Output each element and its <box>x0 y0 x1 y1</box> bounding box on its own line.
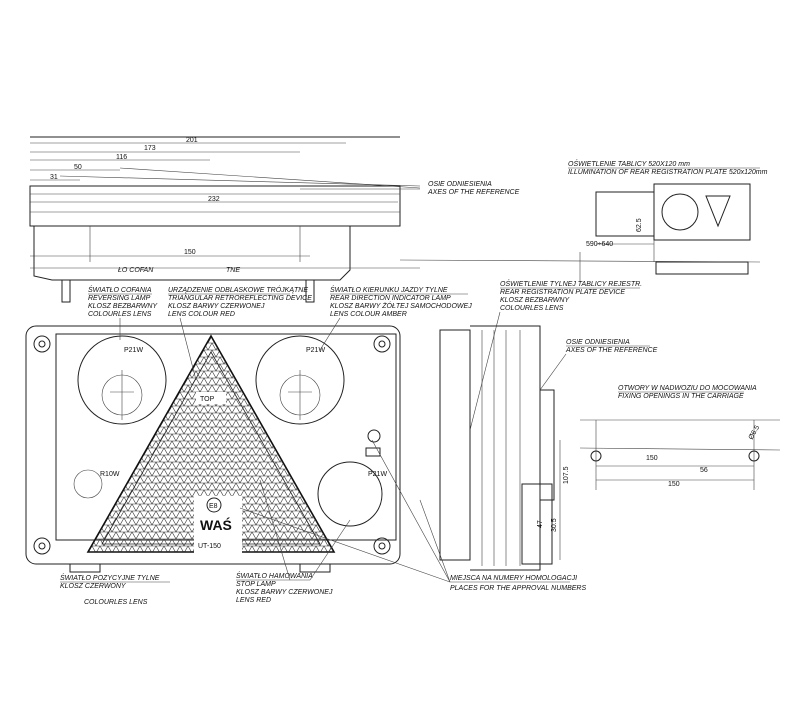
brand-label: WAŚ <box>200 516 232 533</box>
triangle-line4: LENS COLOUR RED <box>168 311 235 318</box>
approval-line2: PLACES FOR THE APPROVAL NUMBERS <box>450 585 586 592</box>
dim-116: 116 <box>116 154 127 161</box>
bottom-left-line3: COLOURLES LENS <box>84 599 148 606</box>
plate-note-line1: OŚWIETLENIE TABLICY 520X120 mm <box>568 159 690 168</box>
dim-173: 173 <box>144 145 156 152</box>
axes-note-top-line2: AXES OF THE REFERENCE <box>427 189 520 196</box>
model-label: UT-150 <box>198 543 221 550</box>
holes-line1: OTWORY W NADWOZIU DO MOCOWANIA <box>618 385 757 392</box>
indicator-line1: ŚWIATŁO KIERUNKU JAZDY TYLNE <box>330 285 448 294</box>
reversing-line4: COLOURLES LENS <box>88 311 152 318</box>
reversing-line1: ŚWIATŁO COFANIA <box>88 285 152 294</box>
stop-line1: ŚWIATŁO HAMOWANIA <box>236 571 313 580</box>
plate-dim-b: 590÷640 <box>586 241 613 248</box>
lamp-top-label: TOP <box>200 396 215 403</box>
plate-device-line3: KLOSZ BEZBARWNY <box>500 297 570 304</box>
axes-side-line1: OSIE ODNIESIENIA <box>566 339 630 346</box>
stop-line2: STOP LAMP <box>236 581 276 588</box>
reversing-line2: REVERSING LAMP <box>88 295 151 302</box>
side-dim-107: 107.5 <box>563 466 570 484</box>
bottom-left-line1: ŚWIATŁO POZYCYJNE TYLNE <box>60 573 160 582</box>
plate-dim-a: 62.5 <box>636 218 643 232</box>
label-cofan: ŁO COFAN <box>118 267 154 274</box>
side-dim-30: 30.5 <box>551 518 558 532</box>
indicator-line3: KLOSZ BARWY ŻÓŁTEJ SAMOCHODOWEJ <box>330 301 472 310</box>
lamp-front-view: P21W P21W P21W R10W TOP E8 WAŚ UT-150 <box>25 325 401 573</box>
holes-dim-d: Ø6.5 <box>748 424 762 441</box>
fixing-holes-sketch: OTWORY W NADWOZIU DO MOCOWANIA FIXING OP… <box>579 385 781 490</box>
side-dim-47: 47 <box>537 520 544 528</box>
holes-dim-b: 56 <box>700 467 708 474</box>
dim-232: 232 <box>208 196 220 203</box>
holes-dim-c: 150 <box>668 481 680 488</box>
dim-201: 201 <box>186 137 198 144</box>
top-view: 201 173 116 50 31 232 150 ŁO COFAN TNE O… <box>29 136 761 303</box>
axes-note-top-line1: OSIE ODNIESIENIA <box>428 181 492 188</box>
dim-150: 150 <box>184 249 196 256</box>
dim-50: 50 <box>74 164 82 171</box>
plate-device-line2: REAR REGISTRATION PLATE DEVICE <box>500 289 625 296</box>
lamp-side-view: 107.5 47 30.5 OSIE ODNIESIENIA AXES OF T… <box>439 325 658 571</box>
front-callouts: ŚWIATŁO COFANIA REVERSING LAMP KLOSZ BEZ… <box>60 279 642 606</box>
plate-device-line4: COLOURLES LENS <box>500 305 564 312</box>
approval-line1: MIEJSCA NA NUMERY HOMOLOGACJI <box>450 575 577 582</box>
stop-line3: KLOSZ BARWY CZERWONEJ <box>236 589 333 596</box>
axes-side-line2: AXES OF THE REFERENCE <box>565 347 658 354</box>
plate-note-line2: ILLUMINATION OF REAR REGISTRATION PLATE … <box>568 169 768 176</box>
bulb-left-label: P21W <box>124 347 143 354</box>
reversing-line3: KLOSZ BEZBARWNY <box>88 303 158 310</box>
plate-sketch: OŚWIETLENIE TABLICY 520X120 mm ILLUMINAT… <box>568 159 768 282</box>
bulb-small2-label: P21W <box>368 471 387 478</box>
plate-device-line1: OŚWIETLENIE TYLNEJ TABLICY REJESTR. <box>500 279 642 288</box>
bottom-left-line2: KLOSZ CZERWONY <box>60 583 127 590</box>
indicator-line4: LENS COLOUR AMBER <box>330 311 407 318</box>
triangle-line1: URZĄDZENIE ODBLASKOWE TRÓJKĄTNE <box>168 285 308 294</box>
holes-line2: FIXING OPENINGS IN THE CARRIAGE <box>618 393 744 400</box>
e-mark: E8 <box>209 503 218 510</box>
stop-line4: LENS RED <box>236 597 271 604</box>
label-tne: TNE <box>226 267 240 274</box>
dim-31: 31 <box>50 174 58 181</box>
indicator-line2: REAR DIRECTION INDICATOR LAMP <box>330 295 451 302</box>
triangle-line3: KLOSZ BARWY CZERWONEJ <box>168 303 265 310</box>
bulb-right-label: P21W <box>306 347 325 354</box>
holes-dim-a: 150 <box>646 455 658 462</box>
triangle-line2: TRIANGULAR RETROREFLECTING DEVICE <box>168 295 312 302</box>
bulb-small-label: R10W <box>100 471 120 478</box>
